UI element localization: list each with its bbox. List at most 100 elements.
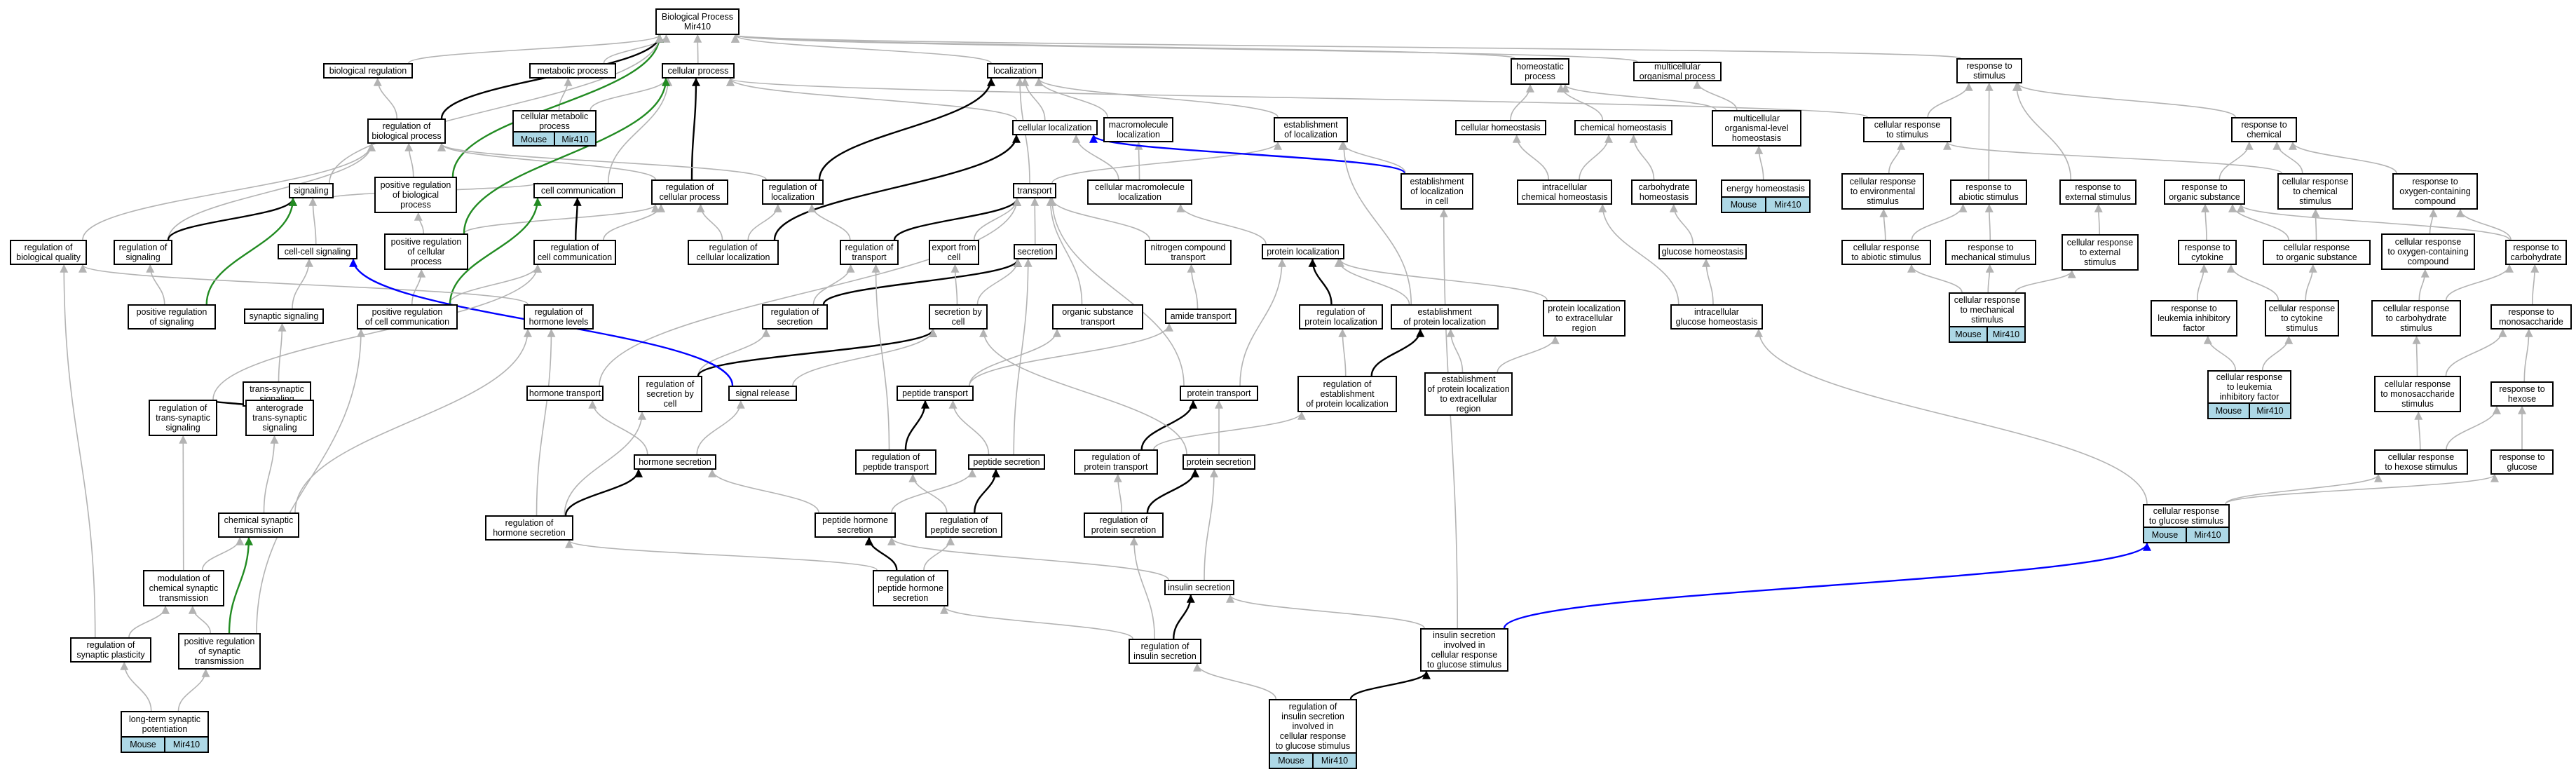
go-term-cellrespleuk[interactable]: cellular response to leukemia inhibitory…	[2207, 370, 2291, 419]
go-term-reghormlevels[interactable]: regulation of hormone levels	[524, 304, 594, 330]
go-term-regprottrans[interactable]: regulation of protein transport	[1074, 449, 1158, 475]
go-term-regcellloc[interactable]: regulation of cellular localization	[688, 240, 779, 265]
go-term-cellresphexose[interactable]: cellular response to hexose stimulus	[2374, 449, 2468, 475]
go-term-cellrespoxy[interactable]: cellular response to oxygen-containing c…	[2381, 233, 2475, 270]
go-term-cellrespstim[interactable]: cellular response to stimulus	[1863, 117, 1951, 142]
go-term-reghormsec[interactable]: regulation of hormone secretion	[485, 515, 573, 541]
go-term-respcarb[interactable]: response to carbohydrate	[2505, 240, 2567, 265]
go-term-regprotsec[interactable]: regulation of protein secretion	[1084, 512, 1164, 538]
go-term-cellcellsig[interactable]: cell-cell signaling	[278, 244, 357, 259]
go-term-cellloc[interactable]: cellular localization	[1012, 120, 1098, 135]
go-term-reginsulinglucose[interactable]: regulation of insulin secretion involved…	[1269, 699, 1357, 769]
go-term-cellrespchem[interactable]: cellular response to chemical stimulus	[2277, 173, 2353, 210]
go-term-regpephormsec[interactable]: regulation of peptide hormone secretion	[873, 570, 948, 606]
go-term-pephormsec[interactable]: peptide hormone secretion	[815, 512, 896, 538]
go-term-intrachemhomeo[interactable]: intracellular chemical homeostasis	[1517, 179, 1612, 205]
go-term-regpepsec[interactable]: regulation of peptide secretion	[925, 512, 1002, 538]
go-term-metab[interactable]: metabolic process	[529, 63, 616, 79]
go-term-nitrotrans[interactable]: nitrogen compound transport	[1145, 240, 1232, 265]
go-term-posregbio[interactable]: positive regulation of biological proces…	[374, 177, 457, 213]
go-term-cellrespext[interactable]: cellular response to external stimulus	[2062, 234, 2139, 271]
go-term-anterograde[interactable]: anterograde trans-synaptic signaling	[245, 400, 314, 436]
go-term-posregcellcomm[interactable]: positive regulation of cell communicatio…	[357, 304, 458, 330]
go-term-respmonosac[interactable]: response to monosaccharide	[2490, 304, 2572, 330]
go-term-chemhomeo[interactable]: chemical homeostasis	[1574, 120, 1672, 135]
go-term-regsynplast[interactable]: regulation of synaptic plasticity	[70, 637, 151, 663]
go-term-regcellcomm[interactable]: regulation of cell communication	[533, 240, 616, 265]
go-term-cellcomm[interactable]: cell communication	[533, 183, 623, 198]
go-term-resporg[interactable]: response to organic substance	[2164, 179, 2245, 205]
go-term-glucosehomeo[interactable]: glucose homeostasis	[1658, 244, 1747, 259]
go-term-bp[interactable]: Biological Process Mir410	[655, 8, 740, 35]
go-term-respmech[interactable]: response to mechanical stimulus	[1945, 240, 2036, 265]
go-term-homeo[interactable]: homeostatic process	[1511, 58, 1569, 85]
go-term-signaling[interactable]: signaling	[289, 183, 334, 198]
go-term-prottrans[interactable]: protein transport	[1180, 386, 1258, 401]
go-term-cellrespenv[interactable]: cellular response to environmental stimu…	[1841, 173, 1924, 210]
go-term-exportcell[interactable]: export from cell	[929, 240, 979, 265]
go-term-protsecretion[interactable]: protein secretion	[1183, 454, 1255, 470]
go-term-posregsig[interactable]: positive regulation of signaling	[128, 304, 216, 330]
go-term-regtranssyn[interactable]: regulation of trans-synaptic signaling	[149, 400, 217, 436]
go-term-protloc[interactable]: protein localization	[1262, 244, 1344, 259]
go-term-regpeptrans[interactable]: regulation of peptide transport	[855, 449, 936, 475]
go-term-secretion[interactable]: secretion	[1014, 244, 1057, 259]
go-term-multihomeo[interactable]: multicellular organismal-level homeostas…	[1712, 110, 1801, 147]
go-term-regsig[interactable]: regulation of signaling	[114, 240, 172, 265]
go-term-amidetrans[interactable]: amide transport	[1165, 308, 1236, 324]
go-term-cellrespcarb[interactable]: cellular response to carbohydrate stimul…	[2371, 300, 2461, 337]
go-term-cellrespabiotic[interactable]: cellular response to abiotic stimulus	[1841, 240, 1931, 265]
go-term-carbohomeo[interactable]: carbohydrate homeostasis	[1631, 179, 1697, 205]
go-term-regbio[interactable]: regulation of biological process	[367, 118, 446, 144]
go-term-synsig[interactable]: synaptic signaling	[244, 308, 324, 324]
go-term-regsecbycell[interactable]: regulation of secretion by cell	[638, 376, 702, 412]
go-term-peptrans[interactable]: peptide transport	[897, 386, 974, 401]
go-term-intraglucose[interactable]: intracellular glucose homeostasis	[1670, 304, 1763, 330]
go-term-respchem[interactable]: response to chemical	[2231, 117, 2297, 142]
go-term-estloc[interactable]: establishment of localization	[1274, 117, 1348, 142]
go-term-secretionbycell[interactable]: secretion by cell	[929, 304, 988, 330]
go-term-cellresporg[interactable]: cellular response to organic substance	[2263, 240, 2371, 265]
go-term-estprotloc[interactable]: establishment of protein localization	[1391, 304, 1499, 330]
go-term-pepsecretion[interactable]: peptide secretion	[968, 454, 1045, 470]
go-term-protlocextra[interactable]: protein localization to extracellular re…	[1543, 300, 1626, 337]
go-term-hormtrans[interactable]: hormone transport	[526, 386, 604, 401]
go-term-estlocincell[interactable]: establishment of localization in cell	[1401, 173, 1473, 210]
go-term-respstim[interactable]: response to stimulus	[1956, 58, 2022, 83]
go-term-cellproc[interactable]: cellular process	[662, 63, 735, 79]
go-term-respleuk[interactable]: response to leukemia inhibitory factor	[2151, 300, 2237, 337]
go-term-respglucose[interactable]: response to glucose	[2490, 449, 2554, 475]
go-term-respoxy[interactable]: response to oxygen-containing compound	[2392, 173, 2478, 210]
go-term-cellhomeo[interactable]: cellular homeostasis	[1455, 120, 1546, 135]
go-term-regbioqual[interactable]: regulation of biological quality	[10, 240, 87, 265]
go-term-insulinsecglucose[interactable]: insulin secretion involved in cellular r…	[1420, 628, 1508, 672]
go-term-regtransport[interactable]: regulation of transport	[840, 240, 899, 265]
go-term-cellrespmonosac[interactable]: cellular response to monosaccharide stim…	[2374, 376, 2461, 412]
go-term-cellrespcytokine[interactable]: cellular response to cytokine stimulus	[2265, 300, 2339, 337]
go-term-resphexose[interactable]: response to hexose	[2490, 381, 2554, 407]
go-term-respcytokine[interactable]: response to cytokine	[2178, 240, 2237, 265]
go-term-regcellproc[interactable]: regulation of cellular process	[651, 179, 728, 205]
go-term-reginsulinsec[interactable]: regulation of insulin secretion	[1129, 639, 1201, 664]
go-term-transport[interactable]: transport	[1013, 183, 1056, 198]
go-term-chemsyn[interactable]: chemical synaptic transmission	[218, 512, 299, 538]
go-term-regsecretion[interactable]: regulation of secretion	[762, 304, 828, 330]
go-term-respabiotic[interactable]: response to abiotic stimulus	[1950, 179, 2027, 205]
go-term-cellmacroloc[interactable]: cellular macromolecule localization	[1087, 179, 1192, 205]
go-term-cellrespmech[interactable]: cellular response to mechanical stimulus…	[1949, 292, 2026, 343]
go-term-loc[interactable]: localization	[987, 63, 1043, 79]
go-term-orgsubtrans[interactable]: organic substance transport	[1052, 304, 1143, 330]
go-term-insulinsec[interactable]: insulin secretion	[1164, 580, 1234, 595]
go-term-respext[interactable]: response to external stimulus	[2059, 179, 2137, 205]
go-term-posregcellproc[interactable]: positive regulation of cellular process	[384, 233, 468, 270]
go-term-estprotlocextra[interactable]: establishment of protein localization to…	[1424, 372, 1513, 416]
go-term-regloc[interactable]: regulation of localization	[762, 179, 824, 205]
go-term-signalrelease[interactable]: signal release	[728, 386, 797, 401]
go-term-multiorg[interactable]: multicellular organismal process	[1633, 62, 1722, 81]
go-term-bioreg[interactable]: biological regulation	[323, 63, 413, 79]
go-term-regprotloc[interactable]: regulation of protein localization	[1299, 304, 1383, 330]
